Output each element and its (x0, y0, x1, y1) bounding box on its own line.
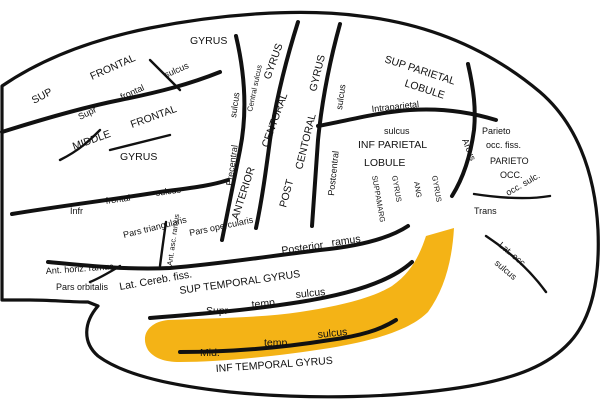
superior-temporal-sulcus (148, 260, 414, 320)
label-supr-temp: Supr (206, 305, 229, 317)
label-ant-horiz-ramus: Ant. horiz. ramus (45, 261, 114, 276)
postcentral-sulcus (310, 22, 342, 228)
central-sulcus (254, 20, 300, 230)
label-sulcus-ip: sulcus (384, 126, 410, 136)
label-infr: Infr (70, 206, 83, 216)
label-layer: SUP FRONTAL GYRUS Supr frontal sulcus MI… (30, 35, 542, 375)
intraparietal-sulcus (316, 107, 498, 128)
label-pars-orbitalis: Pars orbitalis (56, 282, 109, 292)
label-parieto-occ: PARIETO (490, 156, 529, 166)
lateral-cerebral-fissure (46, 224, 410, 271)
lateral-occipital-sulcus (484, 234, 548, 294)
cerebrum-outline (0, 10, 600, 399)
label-postcentral: Postcentral (326, 150, 341, 196)
label-gyrus-top: GYRUS (190, 35, 227, 47)
label-intraparietal: Intraparietal (371, 99, 419, 114)
anterior-ascending-ramus (158, 220, 168, 268)
inferior-frontal-sulcus (10, 178, 230, 216)
label-occ: OCC. (500, 170, 523, 180)
frontal-branch-sulcus-3 (108, 133, 172, 152)
label-gyrus-mid: GYRUS (120, 151, 157, 163)
label-mid: Mid. (200, 347, 220, 359)
middle-temporal-sulcus (178, 318, 398, 354)
label-frontal-inf: frontal (105, 193, 131, 206)
label-occ-fiss: occ. fiss. (486, 140, 521, 150)
frontal-branch-sulcus-1 (148, 58, 182, 92)
frontal-branch-sulcus-2 (58, 128, 102, 162)
label-sulcus-prec: sulcus (228, 91, 242, 118)
label-sulcus-inf: sulcus (155, 184, 182, 198)
precentral-sulcus (220, 34, 247, 242)
transverse-occipital-sulcus (472, 192, 552, 200)
label-sulcus-mt: sulcus (317, 326, 348, 341)
parieto-occipital-fissure (450, 62, 477, 198)
label-ramus: ramus (331, 233, 362, 249)
label-sulcus-post: sulcus (334, 83, 348, 110)
anterior-horizontal-ramus (88, 264, 122, 284)
label-temp: temp. (251, 296, 278, 311)
label-ang: ANG (412, 181, 424, 199)
superior-frontal-sulcus (0, 70, 222, 134)
label-inf-parietal: INF PARIETAL (358, 139, 427, 151)
label-temp-mid: temp. (264, 337, 290, 349)
label-sulcus-st: sulcus (295, 286, 326, 301)
label-posterior: Posterior (281, 239, 325, 257)
label-lobule-inf: LOBULE (364, 157, 405, 169)
label-parieto: Parieto (482, 126, 511, 136)
label-trans: Trans (474, 206, 497, 216)
